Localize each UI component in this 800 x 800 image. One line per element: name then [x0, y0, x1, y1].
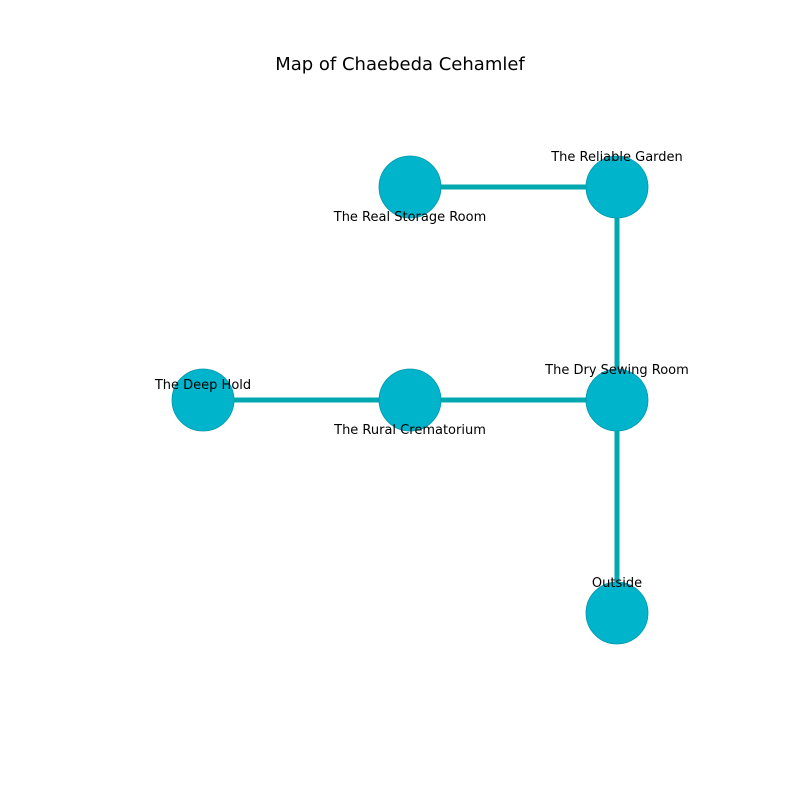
- room-label-dry-sewing-room: The Dry Sewing Room: [544, 363, 689, 378]
- room-label-outside: Outside: [592, 576, 642, 591]
- room-node-reliable-garden[interactable]: [585, 155, 649, 219]
- room-label-rural-crematorium: The Rural Crematorium: [333, 423, 486, 438]
- labels-layer: The Real Storage Room The Reliable Garden…: [154, 150, 689, 591]
- map-title: Map of Chaebeda Cehamlef: [275, 54, 525, 75]
- room-node-rural-crematorium[interactable]: [378, 368, 442, 432]
- room-node-real-storage-room[interactable]: [378, 155, 442, 219]
- room-label-real-storage-room: The Real Storage Room: [333, 210, 486, 225]
- room-label-deep-hold: The Deep Hold: [154, 378, 251, 393]
- connections-layer: [203, 184, 620, 613]
- room-node-dry-sewing-room[interactable]: [585, 368, 649, 432]
- room-node-outside[interactable]: [585, 581, 649, 645]
- room-node-deep-hold[interactable]: [171, 368, 235, 432]
- rooms-layer: [171, 155, 649, 645]
- room-label-reliable-garden: The Reliable Garden: [550, 150, 683, 165]
